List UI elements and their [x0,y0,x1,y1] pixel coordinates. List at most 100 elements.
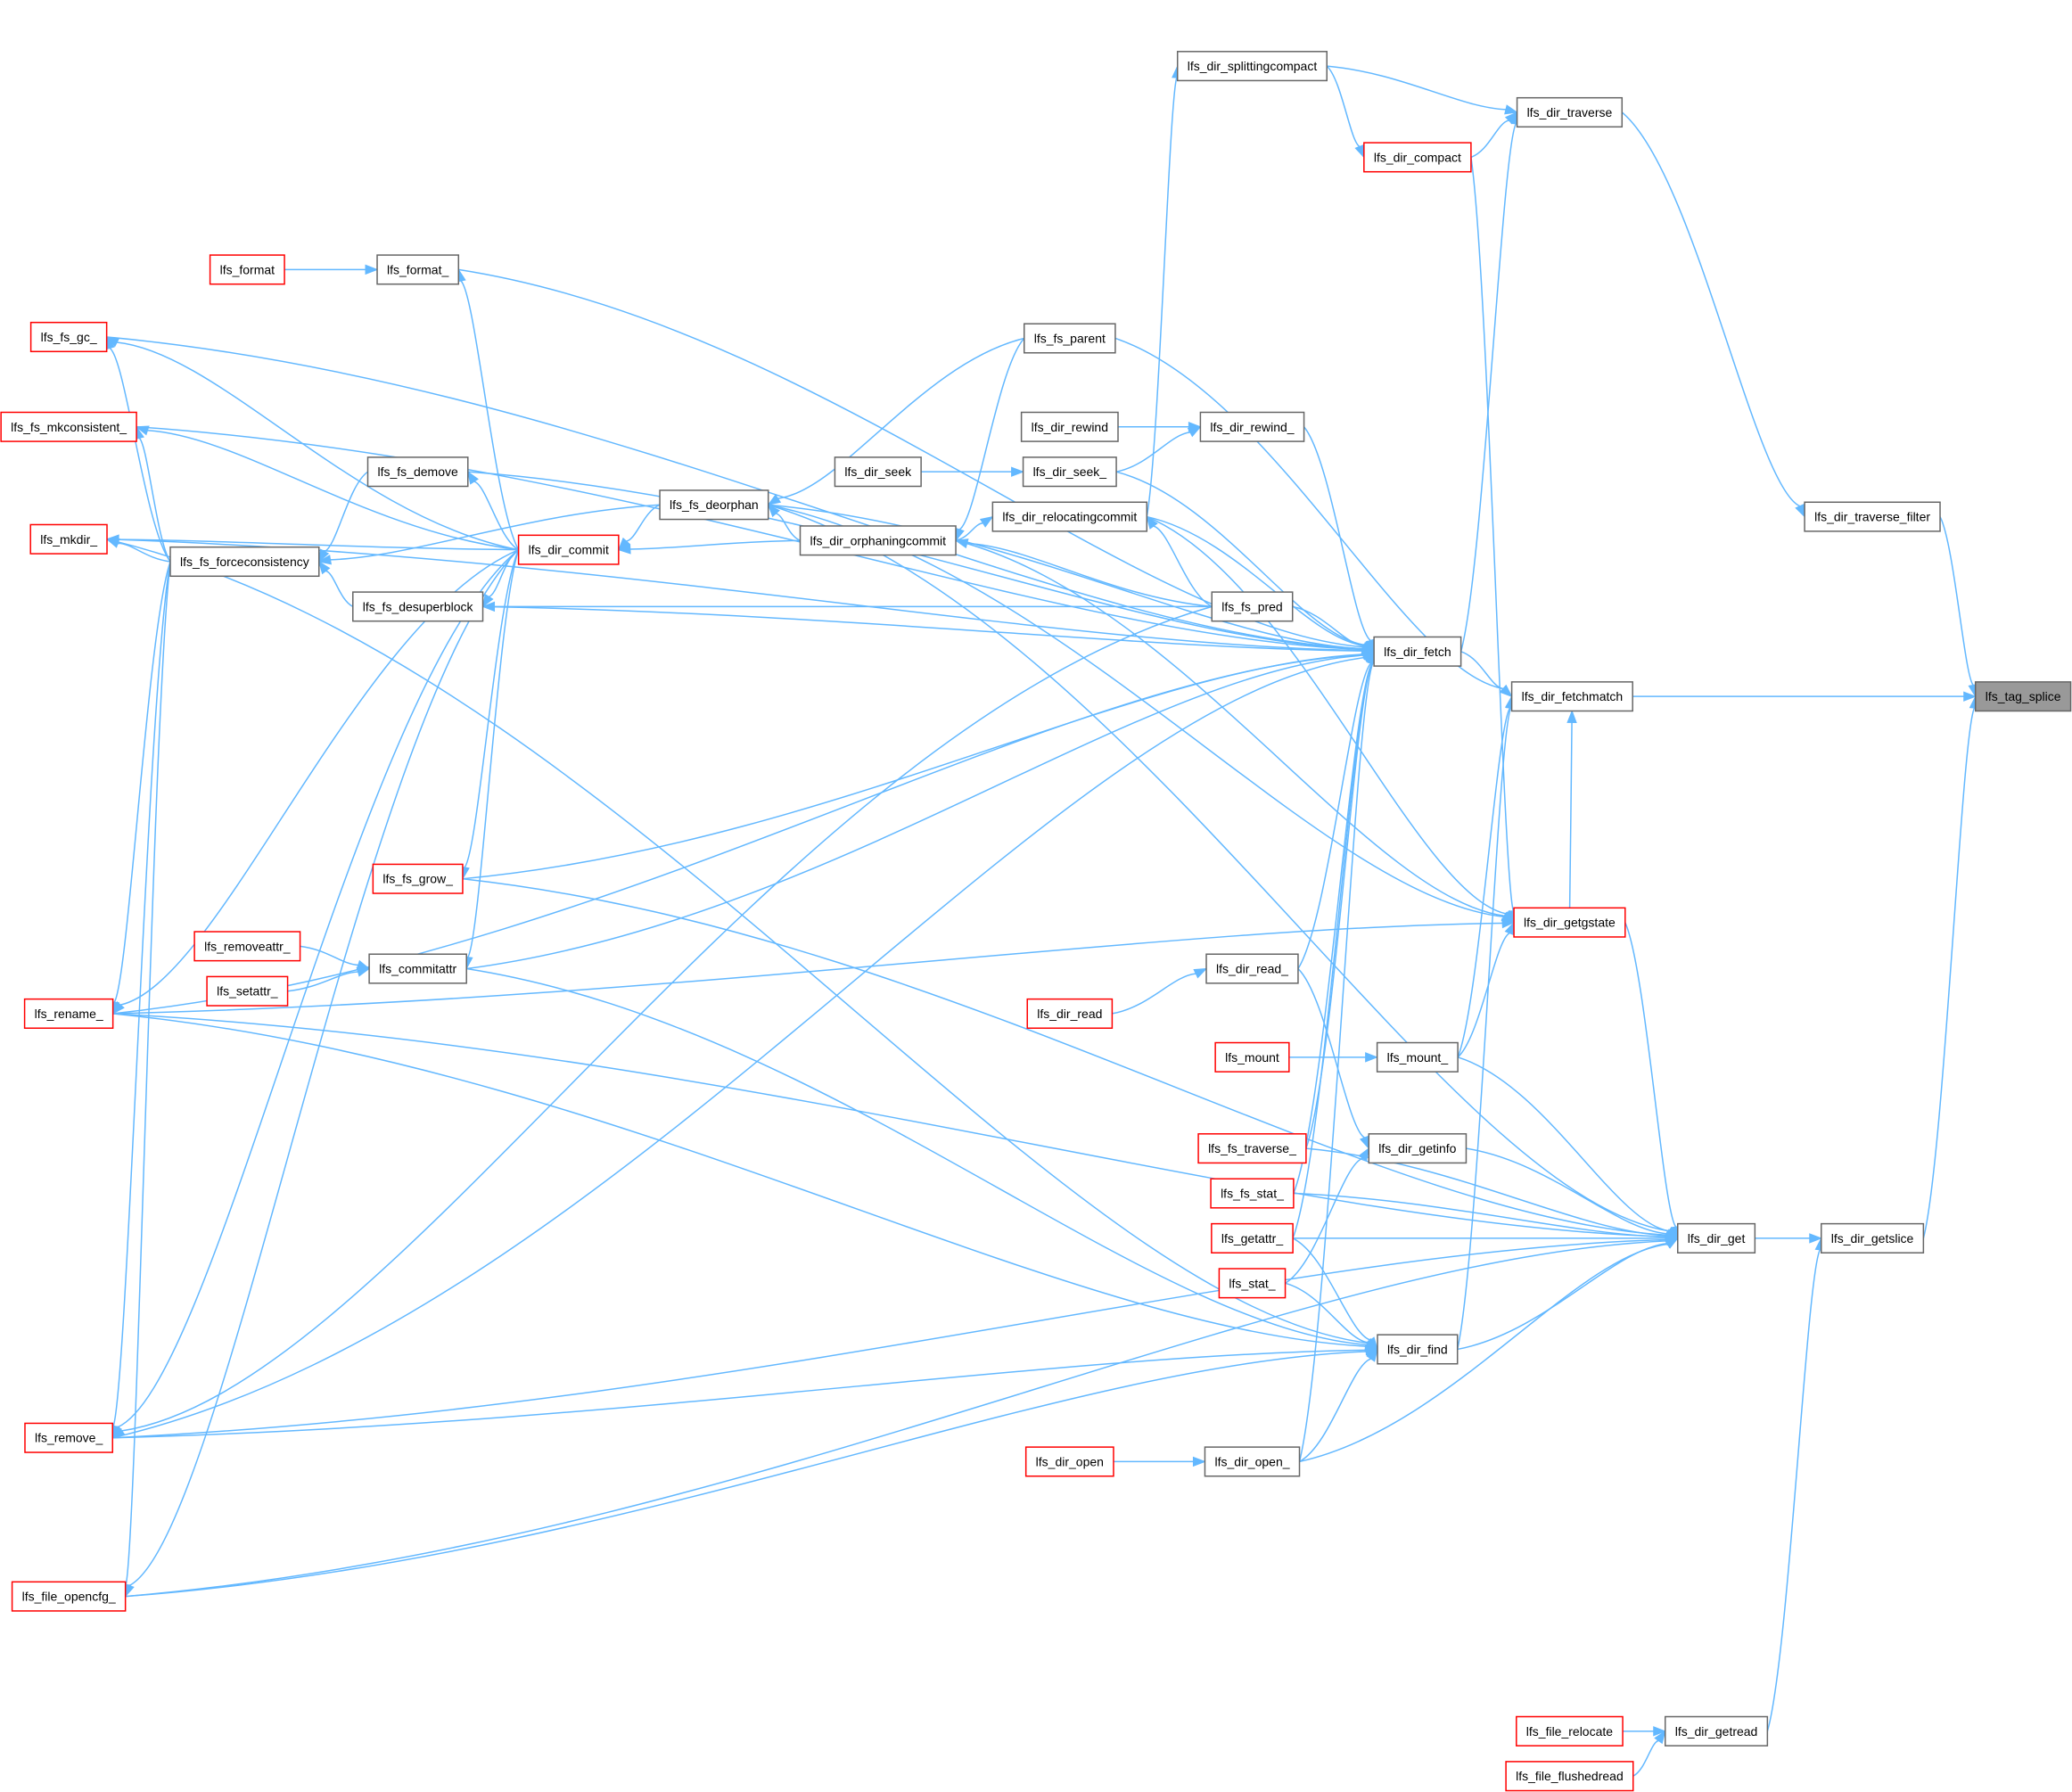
node-lfs-fs-desuperblock[interactable]: lfs_fs_desuperblock [352,591,484,622]
node-label: lfs_format [220,262,275,276]
edge-lfs-fs-deorphan-to-lfs-fs-forceconsistency [317,504,661,565]
edge-line [1457,932,1510,1058]
node-lfs-fs-pred[interactable]: lfs_fs_pred [1211,591,1294,622]
node-lfs-stat[interactable]: lfs_stat_ [1218,1268,1287,1299]
node-lfs-dir-getread[interactable]: lfs_dir_getread [1664,1715,1769,1747]
arrowhead [365,264,379,275]
node-label: lfs_dir_traverse_filter [1814,510,1930,524]
node-lfs-dir-relocatingcommit[interactable]: lfs_dir_relocatingcommit [991,501,1148,532]
node-lfs-mount[interactable]: lfs_mount_ [1376,1041,1459,1073]
edge-lfs-file-flushedread-to-lfs-dir-getread [1632,1730,1666,1777]
node-lfs-dir-find[interactable]: lfs_dir_find [1377,1334,1459,1365]
node-lfs-remove[interactable]: lfs_remove_ [24,1422,114,1453]
edge-lfs-mount-to-lfs-dir-fetchmatch [1457,695,1516,1058]
node-lfs-file-flushedread[interactable]: lfs_file_flushedread [1505,1761,1634,1792]
node-lfs-dir-read[interactable]: lfs_dir_read_ [1205,953,1299,984]
edge-lfs-dir-traverse-to-lfs-dir-traverse-filter [1621,111,1805,518]
node-lfs-mkdir[interactable]: lfs_mkdir_ [29,523,108,555]
node-lfs-dir-splittingcompact[interactable]: lfs_dir_splittingcompact [1176,51,1328,82]
node-lfs-fs-forceconsistency[interactable]: lfs_fs_forceconsistency [169,546,320,578]
node-box [1516,1715,1624,1747]
node-lfs-fs-demove[interactable]: lfs_fs_demove [366,456,469,488]
node-lfs-format[interactable]: lfs_format_ [376,254,460,285]
edge-line [1766,1249,1821,1732]
node-box [1204,1446,1301,1477]
node-lfs-fs-grow[interactable]: lfs_fs_grow_ [372,863,464,894]
edge-line [1460,651,1504,690]
node-lfs-dir-rewind[interactable]: lfs_dir_rewind [1020,411,1119,442]
node-lfs-fs-parent[interactable]: lfs_fs_parent [1023,323,1116,354]
node-lfs-dir-compact[interactable]: lfs_dir_compact [1363,142,1472,173]
edge-line [955,522,983,541]
node-box [659,489,769,521]
node-box [1510,681,1633,712]
node-lfs-fs-stat[interactable]: lfs_fs_stat_ [1210,1178,1295,1209]
node-box [23,998,114,1029]
node-label: lfs_dir_find [1387,1342,1448,1356]
node-lfs-dir-traverse-filter[interactable]: lfs_dir_traverse_filter [1804,501,1941,532]
node-lfs-dir-seek[interactable]: lfs_dir_seek_ [1022,456,1117,488]
edge-line [324,471,368,553]
arrowhead [1193,967,1208,979]
edge-line [1568,722,1573,908]
edge-line [118,542,171,563]
edge-lfs-dir-getgstate-to-lfs-dir-get [1624,922,1681,1240]
edge-lfs-rename-to-lfs-dir-fetch [112,649,1376,1015]
node-lfs-dir-traverse[interactable]: lfs_dir_traverse [1516,96,1624,128]
node-lfs-getattr[interactable]: lfs_getattr_ [1211,1222,1294,1254]
edge-lfs-dir-getgstate-to-lfs-dir-fetchmatch [1566,710,1577,908]
edge-line [287,971,358,992]
node-lfs-dir-getgstate[interactable]: lfs_dir_getgstate [1513,907,1626,938]
nodes-layer: lfs_tag_splice lfs_dir_fetchmatch lfs_dir_… [0,51,2072,1792]
node-lfs-rename[interactable]: lfs_rename_ [23,998,114,1029]
node-lfs-dir-open[interactable]: lfs_dir_open_ [1204,1446,1301,1477]
node-lfs-commitattr[interactable]: lfs_commitattr [368,953,467,984]
node-label: lfs_fs_demove [378,464,458,479]
edge-lfs-file-opencfg-to-lfs-dir-find [125,1346,1379,1598]
edge-lfs-fs-forceconsistency-to-lfs-rename [109,561,171,1015]
node-lfs-file-relocate[interactable]: lfs_file_relocate [1516,1715,1624,1747]
node-label: lfs_dir_seek [844,464,912,479]
node-box [24,1422,114,1453]
node-lfs-mount[interactable]: lfs_mount [1214,1041,1290,1073]
edge-line [1297,967,1365,1138]
node-lfs-dir-get[interactable]: lfs_dir_get [1677,1222,1756,1254]
node-lfs-dir-fetchmatch[interactable]: lfs_dir_fetchmatch [1510,681,1633,712]
node-box [206,975,289,1007]
edge-line [1114,337,1504,690]
node-label: lfs_format_ [387,262,448,276]
node-lfs-file-opencfg[interactable]: lfs_file_opencfg_ [11,1581,127,1612]
node-lfs-dir-rewind[interactable]: lfs_dir_rewind_ [1199,411,1305,442]
node-lfs-fs-mkconsistent[interactable]: lfs_fs_mkconsistent_ [0,411,137,442]
node-lfs-format[interactable]: lfs_format [209,254,285,285]
node-lfs-dir-orphaningcommit[interactable]: lfs_dir_orphaningcommit [799,525,957,556]
node-lfs-dir-fetch[interactable]: lfs_dir_fetch [1373,636,1462,667]
node-lfs-tag-splice[interactable]: lfs_tag_splice [1974,681,2072,712]
node-lfs-fs-deorphan[interactable]: lfs_fs_deorphan [659,489,769,521]
node-lfs-fs-gc[interactable]: lfs_fs_gc_ [29,321,108,353]
node-lfs-fs-traverse[interactable]: lfs_fs_traverse_ [1197,1133,1307,1164]
arrowhead [105,538,120,548]
edge-line [768,504,1504,918]
node-label: lfs_fs_stat_ [1221,1187,1284,1201]
node-lfs-dir-read[interactable]: lfs_dir_read [1026,998,1114,1029]
edge-lfs-fs-desuperblock-to-lfs-fs-forceconsistency [317,560,354,608]
node-lfs-setattr[interactable]: lfs_setattr_ [206,975,289,1007]
arrowhead [1654,1730,1666,1745]
node-lfs-dir-open[interactable]: lfs_dir_open [1024,1446,1114,1477]
node-lfs-removeattr[interactable]: lfs_removeattr_ [193,931,301,962]
node-lfs-dir-getslice[interactable]: lfs_dir_getslice [1820,1222,1925,1254]
edge-lfs-file-relocate-to-lfs-dir-getread [1623,1726,1667,1737]
edge-line [1303,426,1371,641]
node-label: lfs_dir_traverse [1527,105,1613,119]
edge-line [1285,1157,1363,1284]
node-lfs-dir-getinfo[interactable]: lfs_dir_getinfo [1368,1133,1468,1164]
edge-line [1470,157,1515,911]
node-lfs-dir-seek[interactable]: lfs_dir_seek [834,456,922,488]
node-lfs-dir-commit[interactable]: lfs_dir_commit [517,534,620,565]
edge-lfs-fs-traverse-to-lfs-dir-get [1305,1147,1680,1241]
edge-lfs-dir-splittingcompact-to-lfs-dir-compact [1326,65,1365,159]
edge-line [1624,922,1677,1228]
arrowhead [1146,515,1158,530]
node-label: lfs_dir_fetchmatch [1522,689,1624,703]
